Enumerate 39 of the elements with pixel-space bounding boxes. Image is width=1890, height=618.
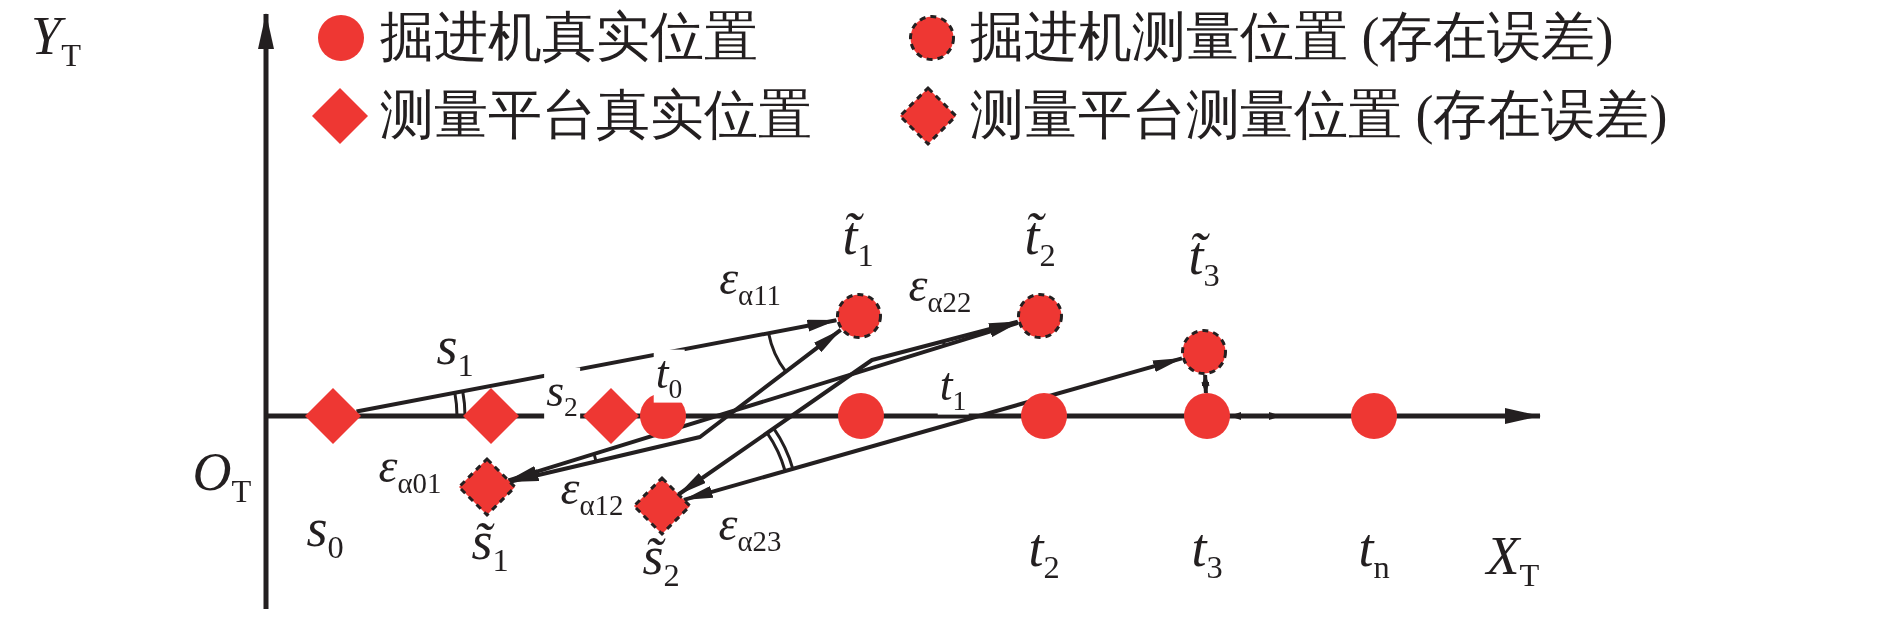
dot-marker: [1184, 393, 1230, 439]
dot-marker: [838, 393, 884, 439]
dashed-dot-marker: [836, 293, 882, 339]
angle-label: ε$_{α12}$: [560, 464, 624, 520]
angle-label: ε$_{α01}$: [378, 442, 442, 498]
double-arrow: [1229, 412, 1281, 420]
double-arrow: [682, 356, 1183, 502]
point-label: s$_{1}$: [436, 318, 474, 382]
dot-marker: [1021, 393, 1067, 439]
point-label: s$_{2}$: [544, 367, 580, 421]
dot-marker: [1351, 393, 1397, 439]
angle-label: ε$_{α11}$: [719, 254, 781, 310]
point-label: t$_{3}$: [1191, 520, 1223, 584]
diamond-marker: [463, 388, 519, 444]
double-arrow: [677, 319, 1019, 497]
axis-label: Y$_{T}$: [31, 8, 81, 72]
axis-label: O$_{T}$: [192, 444, 252, 508]
axis-label: X$_{T}$: [1486, 528, 1540, 592]
point-label: s̃$_{1}$: [471, 513, 509, 577]
point-label: t̃$_{1}$: [842, 208, 874, 272]
double-arrow: [1201, 374, 1210, 394]
legend-label: 测量平台真实位置: [380, 88, 812, 142]
dashed-dot-marker: [1017, 293, 1063, 339]
arrow: [356, 318, 838, 414]
dashed-diamond-marker: [459, 459, 515, 515]
point-label: s$_{0}$: [306, 500, 344, 564]
angle-label: ε$_{α22}$: [908, 261, 972, 317]
point-label: s̃$_{2}$: [642, 528, 680, 592]
point-label: t̃$_{3}$: [1188, 228, 1220, 292]
legend-label: 掘进机真实位置: [380, 10, 758, 64]
point-label: t$_{2}$: [1028, 520, 1060, 584]
diamond-marker: [583, 388, 639, 444]
angle-label: ε$_{α23}$: [718, 500, 782, 556]
diamond-marker: [305, 388, 361, 444]
point-label: t̃$_{2}$: [1024, 208, 1056, 272]
point-label: t$_{n}$: [1358, 520, 1390, 584]
dashed-dot-marker: [1181, 329, 1227, 375]
point-label: t$_{0}$: [653, 349, 685, 403]
dashed-diamond-marker: [634, 478, 690, 534]
